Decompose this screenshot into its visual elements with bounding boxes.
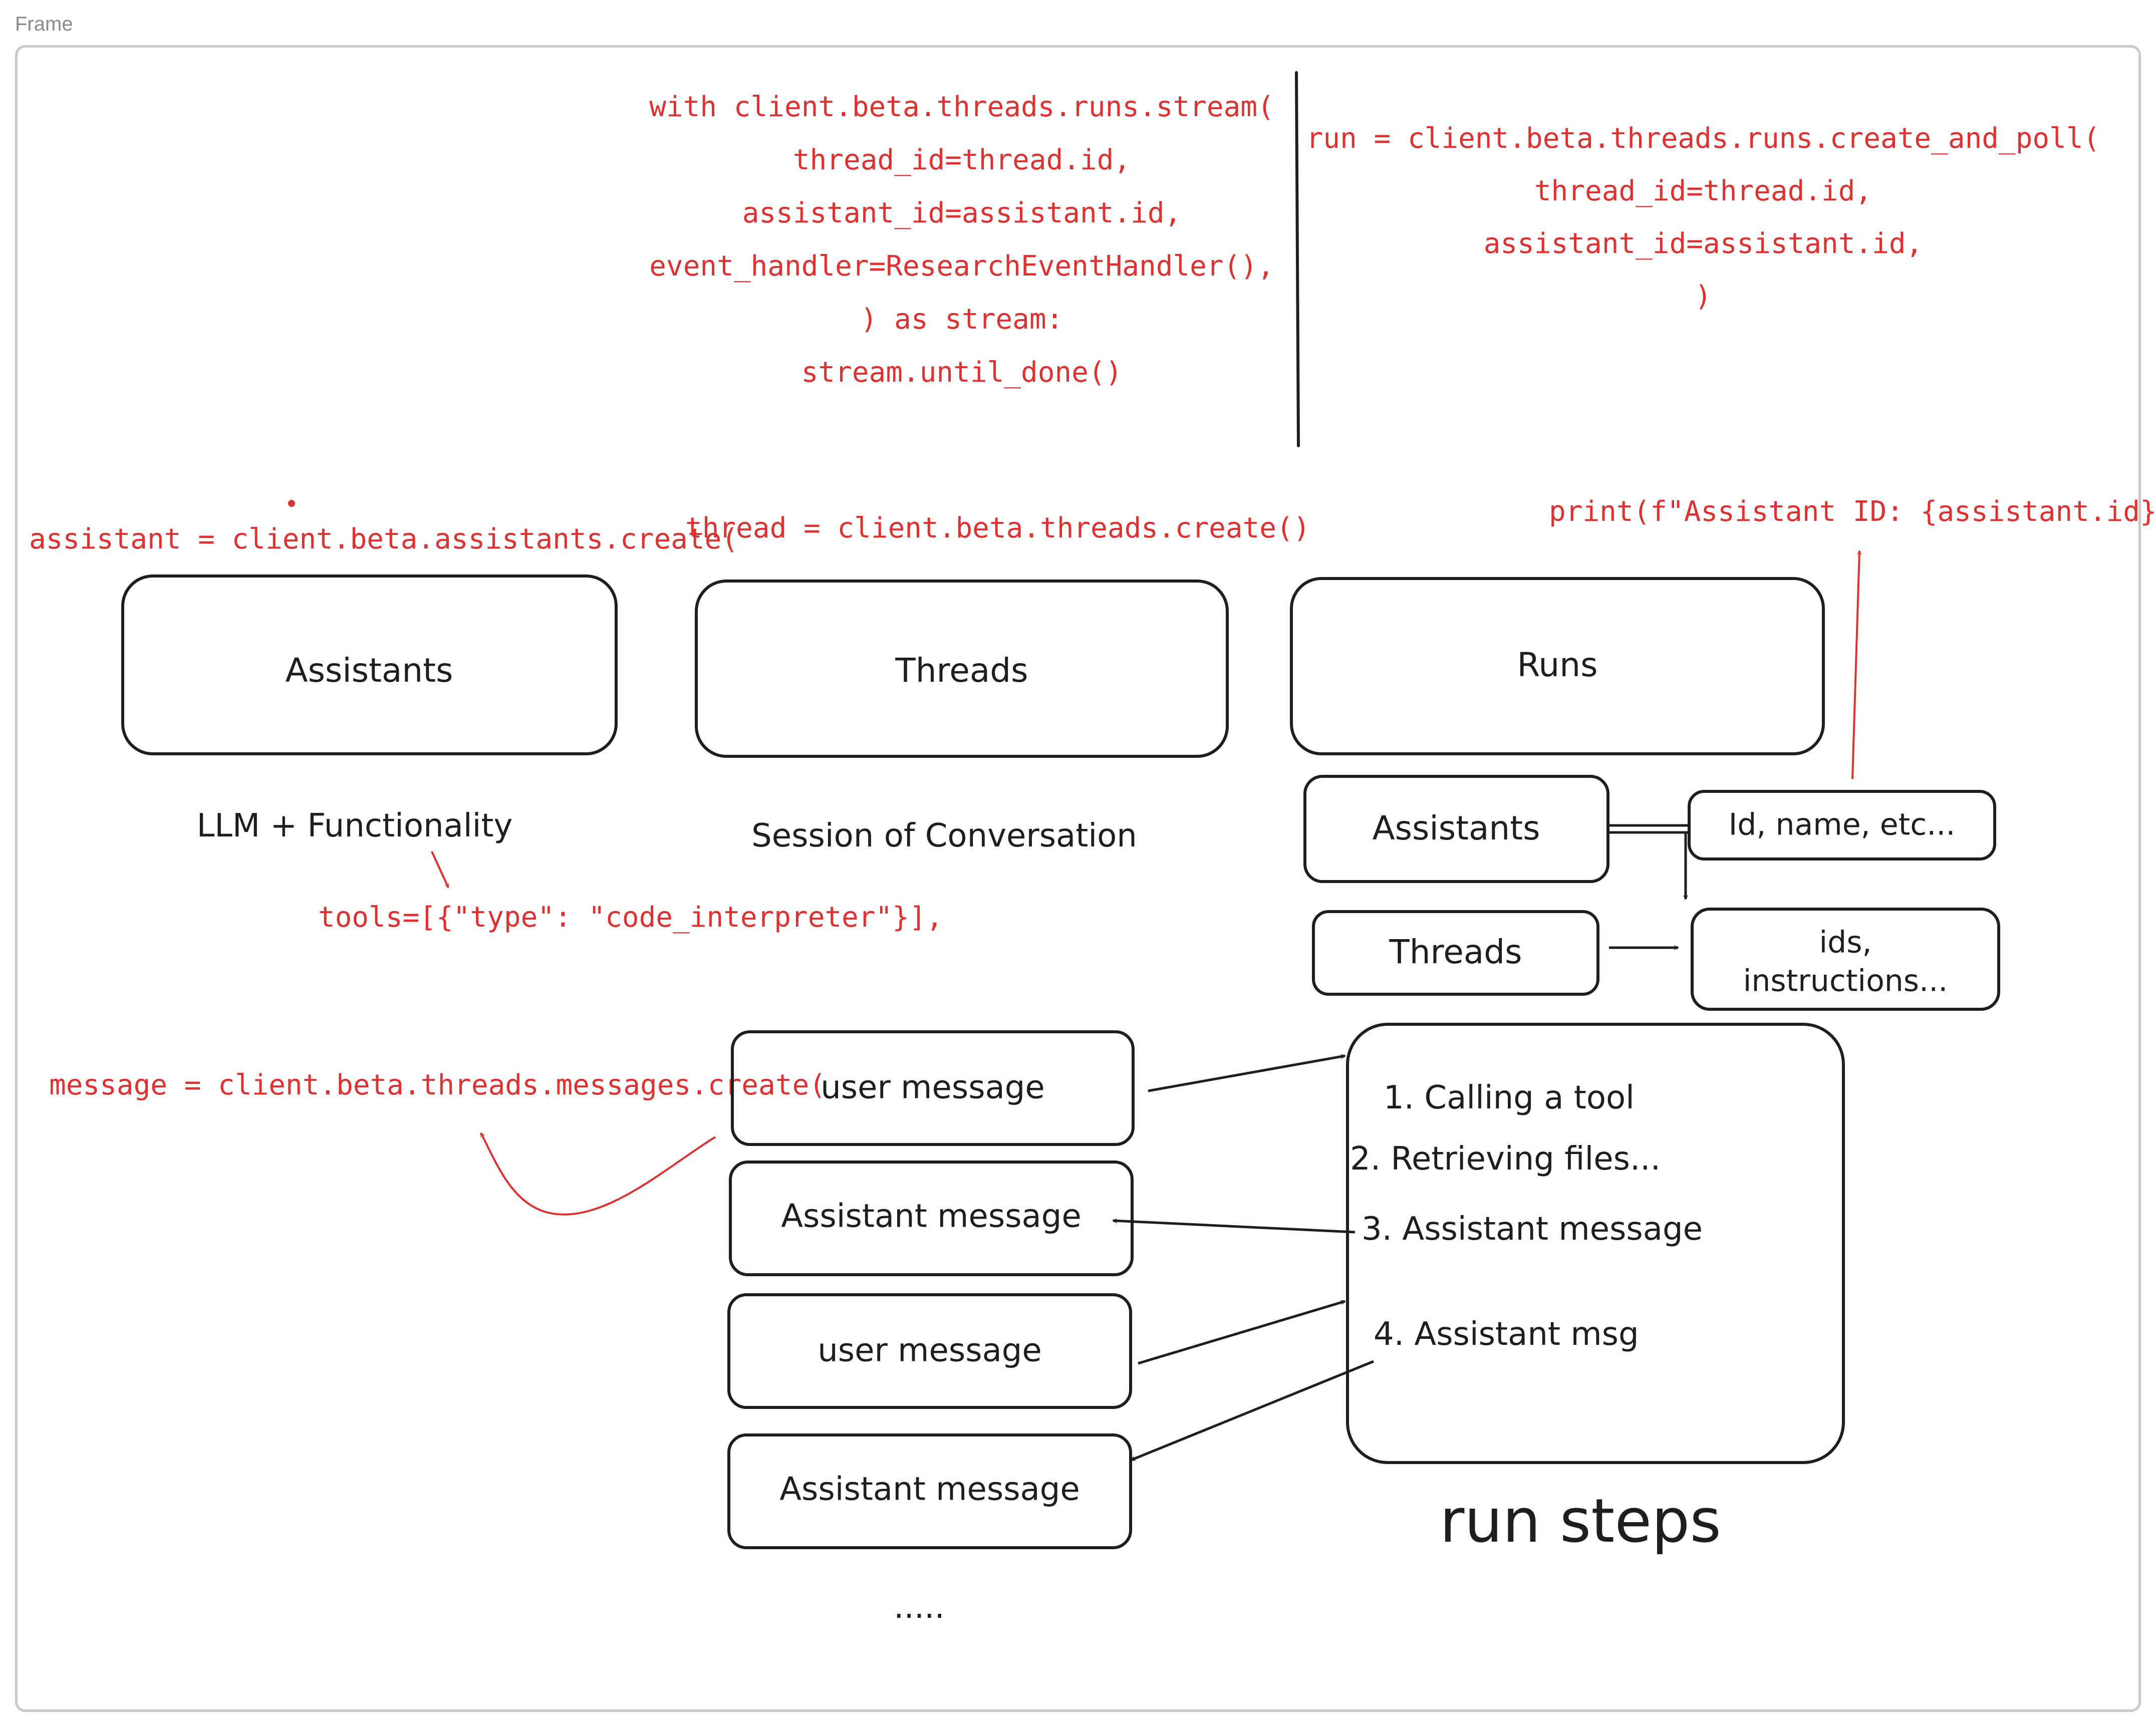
red-dot (288, 500, 295, 507)
code-stream-line: stream.until_done() (801, 356, 1123, 389)
connector-assistants-id (1609, 824, 1688, 834)
code-message-create: message = client.beta.threads.messages.c… (49, 1069, 826, 1101)
red-curved-arrow (480, 1133, 716, 1216)
step-item: 3. Assistant message (1362, 1211, 1703, 1248)
step-item: 1. Calling a tool (1384, 1079, 1635, 1116)
arrow-steps-to-assistant-2 (1131, 1360, 1374, 1462)
frame-label: Frame (15, 13, 73, 35)
vertical-divider (1295, 71, 1300, 447)
code-stream-line: thread_id=thread.id, (793, 144, 1131, 176)
code-stream-block: with client.beta.threads.runs.stream( th… (649, 91, 1274, 389)
ids-line: ids, (1819, 925, 1871, 960)
id-name-box (1688, 790, 1996, 860)
arrow-user-to-steps-1 (1148, 1056, 1345, 1092)
step-item: 4. Assistant msg (1374, 1316, 1639, 1353)
run-steps-caption: run steps (1440, 1487, 1721, 1556)
code-assistant-create: assistant = client.beta.assistants.creat… (29, 523, 738, 555)
run-assistants-box (1303, 775, 1609, 883)
arrow-steps-to-assistant-1 (1113, 1221, 1356, 1234)
ellipsis: ..... (894, 1589, 945, 1626)
message-box-3 (727, 1293, 1132, 1409)
message-label: user message (818, 1332, 1042, 1369)
code-poll-block: run = client.beta.threads.runs.create_an… (1306, 122, 2100, 313)
message-label: Assistant message (781, 1198, 1082, 1235)
code-poll-line: thread_id=thread.id, (1534, 175, 1872, 207)
code-poll-line: ) (1695, 280, 1712, 313)
assistants-box-label: Assistants (285, 651, 453, 690)
code-stream-line: ) as stream: (861, 303, 1063, 336)
code-stream-line: with client.beta.threads.runs.stream( (649, 91, 1274, 123)
run-assistants-label: Assistants (1372, 809, 1540, 847)
red-arrow-print (1851, 551, 1859, 779)
frame (15, 45, 2141, 1712)
code-tools: tools=[{"type": "code_interpreter"}], (318, 901, 943, 934)
message-box-1 (731, 1030, 1135, 1146)
session-caption: Session of Conversation (751, 817, 1137, 854)
code-poll-line: assistant_id=assistant.id, (1484, 227, 1923, 260)
code-thread-create: thread = client.beta.threads.create() (685, 512, 1310, 544)
runs-box (1290, 577, 1825, 755)
ids-instructions-box (1691, 908, 2000, 1011)
arrow-user-to-steps-2 (1138, 1301, 1345, 1365)
red-arrow-tools (431, 851, 449, 888)
message-box-4 (727, 1433, 1132, 1549)
code-stream-line: assistant_id=assistant.id, (742, 197, 1182, 229)
run-steps-box (1346, 1023, 1845, 1464)
code-poll-line: run = client.beta.threads.runs.create_an… (1306, 122, 2100, 155)
runs-box-label: Runs (1517, 646, 1598, 684)
instructions-line: instructions... (1743, 964, 1948, 999)
message-label: user message (821, 1069, 1045, 1106)
threads-box-label: Threads (895, 651, 1028, 690)
code-print-id: print(f"Assistant ID: {assistant.id}") (1549, 495, 2156, 528)
message-label: Assistant message (779, 1471, 1080, 1508)
run-threads-label: Threads (1389, 933, 1522, 971)
step-item: 2. Retrieving files... (1350, 1140, 1661, 1178)
assistants-box (121, 575, 618, 755)
message-box-2 (729, 1161, 1134, 1276)
llm-functionality-caption: LLM + Functionality (197, 807, 513, 844)
threads-box (695, 580, 1229, 758)
code-stream-line: event_handler=ResearchEventHandler(), (649, 250, 1274, 282)
id-name-label: Id, name, etc... (1729, 807, 1956, 842)
run-threads-box (1312, 910, 1599, 996)
